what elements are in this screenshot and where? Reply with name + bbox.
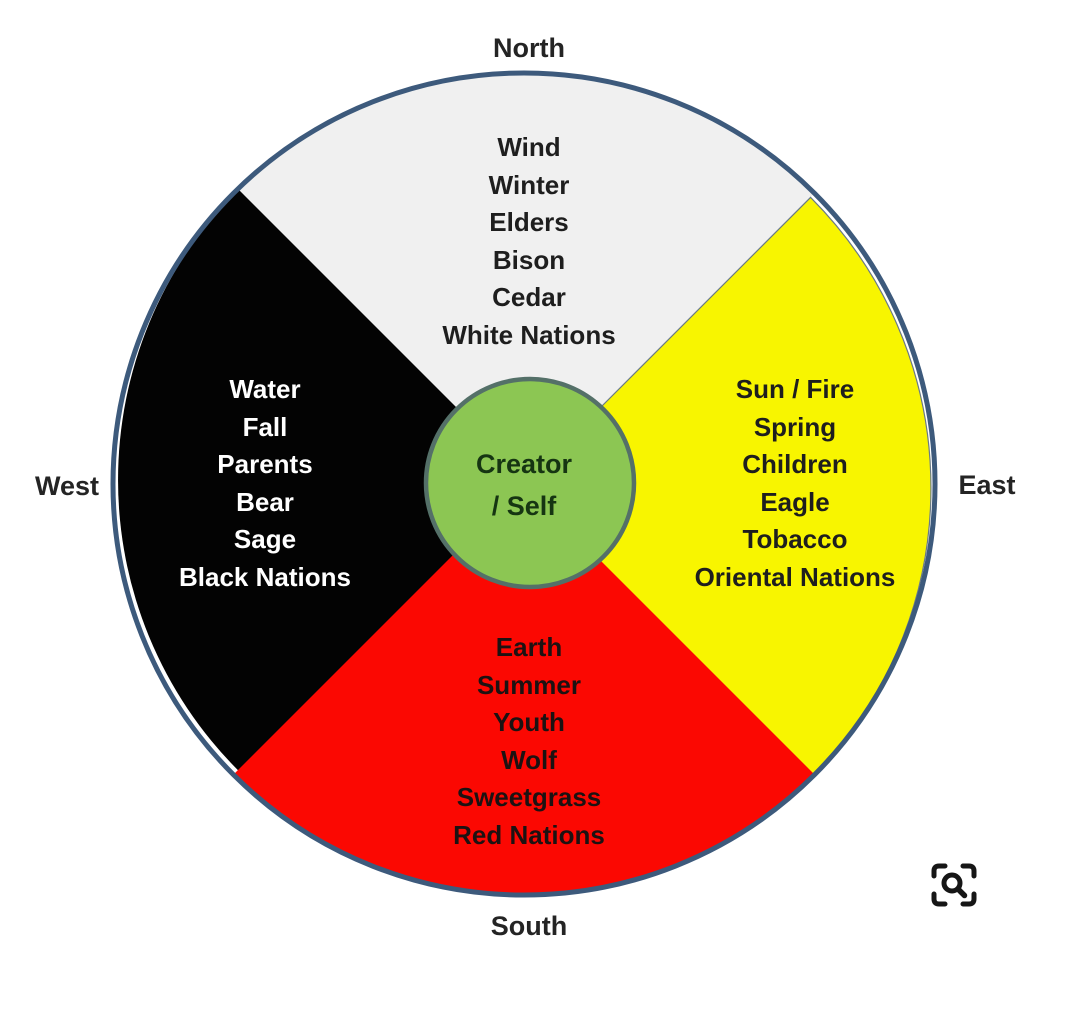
lens-icon-graphic (931, 863, 977, 907)
south-label: South (490, 911, 568, 941)
center-label: Creator / Self (418, 443, 630, 527)
south-quadrant-text: Earth Summer Youth Wolf Sweetgrass Red N… (379, 629, 679, 855)
south-item: Red Nations (453, 819, 605, 850)
north-item: Cedar (492, 282, 566, 313)
east-label: East (958, 470, 1016, 500)
lens-magnifier-glass (941, 872, 963, 894)
north-item: Elders (489, 207, 569, 238)
lens-magnifier-handle (955, 886, 968, 899)
wheel-rim (110, 70, 938, 898)
center-label-line1: Creator (475, 449, 573, 479)
west-quadrant-text: Water Fall Parents Bear Sage Black Natio… (115, 371, 415, 597)
west-item: Parents (217, 449, 313, 480)
north-item: Winter (488, 169, 570, 200)
center-label-line2: / Self (491, 491, 557, 521)
east-item: Tobacco (742, 524, 848, 555)
south-item: Sweetgrass (456, 782, 602, 813)
west-quadrant (118, 189, 529, 771)
west-item: Bear (236, 486, 294, 517)
north-item: Wind (497, 132, 561, 162)
lens-bracket-bottom-right (960, 891, 977, 907)
east-quadrant-text: Sun / Fire Spring Children Eagle Tobacco… (645, 371, 945, 597)
south-item: Summer (476, 669, 582, 700)
west-item: Sage (233, 524, 297, 555)
north-quadrant-text: Wind Winter Elders Bison Cedar White Nat… (379, 129, 679, 355)
north-item: White Nations (442, 319, 616, 350)
west-item: Water (229, 374, 301, 404)
north-quadrant (233, 73, 815, 485)
lens-bracket-top-right (960, 863, 977, 879)
west-item: Black Nations (179, 561, 351, 592)
image-search-lens-icon[interactable] (926, 853, 982, 913)
west-label: West (34, 471, 100, 501)
east-item: Oriental Nations (694, 561, 896, 592)
south-item: Wolf (501, 744, 557, 775)
lens-bracket-top-left (931, 863, 948, 879)
center-circle (423, 376, 637, 590)
east-item: Eagle (760, 486, 830, 517)
north-item: Bison (492, 244, 566, 275)
east-item: Sun / Fire (735, 374, 855, 404)
south-item: Earth (495, 632, 563, 662)
south-quadrant (233, 484, 815, 895)
north-label: North (493, 33, 565, 63)
south-item: Youth (493, 707, 565, 738)
west-item: Fall (242, 411, 288, 442)
lens-bracket-bottom-left (931, 891, 948, 907)
east-item: Children (742, 449, 848, 480)
east-item: Spring (753, 411, 837, 442)
